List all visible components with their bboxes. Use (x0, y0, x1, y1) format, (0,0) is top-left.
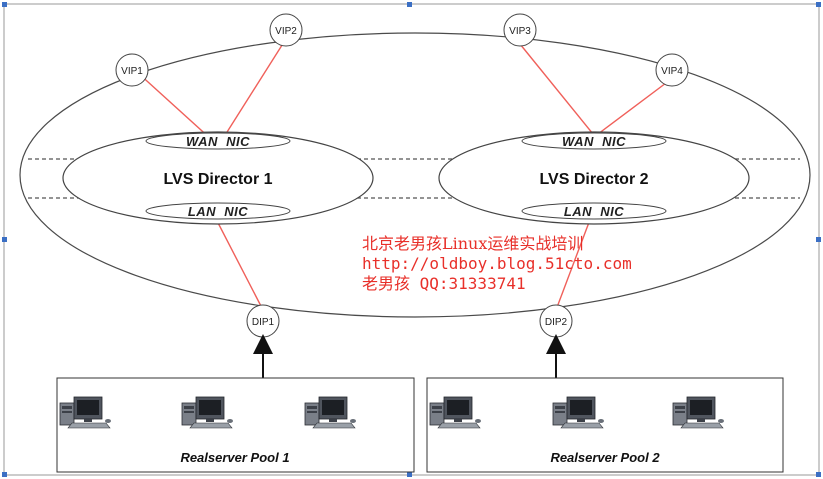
vip1-label: VIP1 (121, 66, 143, 77)
dip-node-2: DIP2 (539, 304, 573, 338)
lan-nic-1-label: LAN NIC (188, 204, 248, 219)
pool-1-label: Realserver Pool 1 (180, 450, 289, 465)
wan-nic-2-label: WAN NIC (562, 134, 626, 149)
watermark: 北京老男孩Linux运维实战培训 http://oldboy.blog.51ct… (362, 234, 632, 293)
director-1-label: LVS Director 1 (163, 171, 272, 188)
wan-nic-1-label: WAN NIC (186, 134, 250, 149)
realserver-pool-1: Realserver Pool 1 (56, 377, 415, 473)
link-vip4-director2 (597, 79, 671, 135)
wan-nic-1 (145, 132, 291, 150)
director-2-label: LVS Director 2 (539, 171, 648, 188)
lan-nic-2 (521, 202, 667, 220)
vip-node-3: VIP3 (503, 13, 537, 47)
link-vip1-director1 (136, 71, 213, 141)
wan-nic-2 (521, 132, 667, 150)
vip4-label: VIP4 (661, 66, 683, 77)
frame-handle[interactable] (2, 2, 7, 7)
realserver-pool-2: Realserver Pool 2 (426, 377, 784, 473)
watermark-line-3: 老男孩 QQ:31333741 (362, 274, 526, 293)
frame-handle[interactable] (2, 472, 7, 477)
frame-handle[interactable] (816, 237, 821, 242)
link-vip2-director1 (221, 41, 285, 141)
link-vip3-director2 (519, 43, 594, 135)
lvs-director-1: WAN NIC LVS Director 1 LAN NIC (62, 131, 374, 225)
lvs-director-2: WAN NIC LVS Director 2 LAN NIC (438, 131, 750, 225)
frame-handle[interactable] (816, 2, 821, 7)
frame-handle[interactable] (2, 237, 7, 242)
lan-nic-1 (145, 202, 291, 220)
vip2-label: VIP2 (275, 26, 297, 37)
vip-node-1: VIP1 (115, 53, 149, 87)
vip-node-4: VIP4 (655, 53, 689, 87)
director-2-ellipse (438, 131, 750, 225)
watermark-line-2: http://oldboy.blog.51cto.com (362, 254, 632, 273)
frame-handle[interactable] (816, 472, 821, 477)
lan-nic-2-label: LAN NIC (564, 204, 624, 219)
link-director1-dip1 (214, 216, 264, 311)
link-director2-dip2 (555, 216, 592, 311)
watermark-line-1: 北京老男孩Linux运维实战培训 (362, 234, 583, 253)
dip1-label: DIP1 (252, 317, 275, 328)
pool-2-label: Realserver Pool 2 (550, 450, 660, 465)
frame-handle[interactable] (407, 472, 412, 477)
vip-node-2: VIP2 (269, 13, 303, 47)
network-links (136, 41, 671, 311)
frame-handle[interactable] (407, 2, 412, 7)
director-1-ellipse (62, 131, 374, 225)
network-boundary-ellipse (19, 32, 811, 318)
dip-node-1: DIP1 (246, 304, 280, 338)
dip2-label: DIP2 (545, 317, 568, 328)
vip3-label: VIP3 (509, 26, 531, 37)
